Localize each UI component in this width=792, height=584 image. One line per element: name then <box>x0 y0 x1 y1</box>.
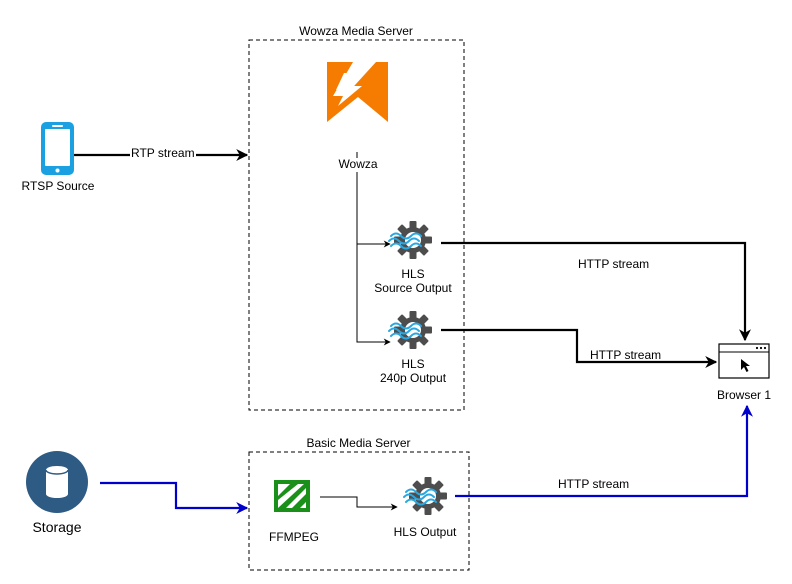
wowza-server-box <box>248 39 465 411</box>
browser-label: Browser 1 <box>716 388 772 402</box>
ffmpeg-to-hls-output-edge <box>320 496 398 511</box>
hls-240p-line2: 240p Output <box>379 371 447 385</box>
http-edge-label-3: HTTP stream <box>558 477 630 491</box>
wowza-server-title: Wowza Media Server <box>299 24 413 38</box>
phone-icon <box>41 122 74 175</box>
http-edge-label-2: HTTP stream <box>590 348 662 362</box>
ffmpeg-icon <box>274 480 310 512</box>
http-edge-basic <box>455 404 753 498</box>
hls-source-gear-icon <box>388 220 433 260</box>
http-edge-label-1: HTTP stream <box>578 257 650 271</box>
hls-240p-label: HLS 240p Output <box>358 357 468 385</box>
basic-server-title: Basic Media Server <box>306 436 411 450</box>
basic-server-box <box>248 451 470 571</box>
hls-source-line2: Source Output <box>374 281 452 295</box>
wowza-to-hls-240p-edge <box>356 244 391 346</box>
rtp-edge-label: RTP stream <box>130 146 196 160</box>
wowza-logo-label: Wowza <box>338 157 378 171</box>
storage-to-ffmpeg-edge <box>100 481 249 514</box>
http-edge-source <box>441 241 751 342</box>
hls-output-gear-icon <box>403 476 448 516</box>
rtsp-source-label: RTSP Source <box>21 179 95 193</box>
hls-output-label: HLS Output <box>393 525 457 539</box>
hls-240p-gear-icon <box>388 310 433 350</box>
storage-icon <box>26 451 88 513</box>
hls-source-line1: HLS <box>401 267 425 281</box>
http-edge-240p <box>441 328 718 368</box>
storage-label: Storage <box>32 519 82 535</box>
ffmpeg-label: FFMPEG <box>269 530 319 544</box>
browser-icon <box>718 343 770 379</box>
wowza-logo-icon <box>327 62 388 122</box>
wowza-to-hls-source-edge <box>356 172 391 248</box>
hls-240p-line1: HLS <box>401 357 425 371</box>
hls-source-label: HLS Source Output <box>358 267 468 295</box>
